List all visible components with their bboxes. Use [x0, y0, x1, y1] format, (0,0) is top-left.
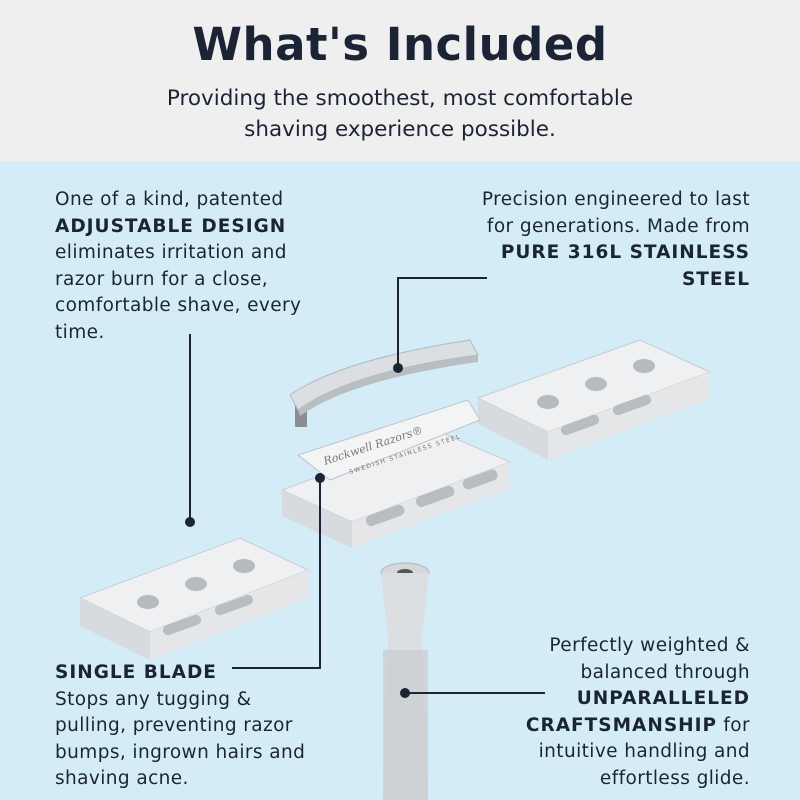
callout-dot [185, 517, 195, 527]
text-line: razor burn for a close, [55, 268, 269, 290]
callout-heading: PURE 316L STAINLESS [500, 242, 750, 263]
text-line: for generations. Made from [486, 215, 750, 237]
callout-heading: STEEL [681, 268, 750, 290]
base-plate-right [476, 339, 712, 460]
callout-heading: ADJUSTABLE DESIGN [55, 215, 287, 237]
text-line: comfortable shave, every [55, 295, 302, 316]
text-line: balanced through [580, 661, 750, 683]
callout-dot [400, 688, 410, 698]
text-line: shaving acne. [55, 768, 189, 789]
callout-lines [189, 277, 545, 694]
callout-heading: SINGLE BLADE [55, 662, 217, 683]
callout-stainless-steel: Precision engineered to last for generat… [482, 187, 750, 293]
base-plate-left [78, 537, 310, 660]
callout-heading: CRAFTSMANSHIP [525, 714, 718, 736]
callout-heading: UNPARALLELED [576, 688, 750, 709]
text-line: Perfectly weighted & [549, 635, 750, 656]
callout-single-blade: SINGLE BLADE Stops any tugging & pulling… [55, 660, 305, 793]
text-line: pulling, preventing razor [55, 715, 293, 736]
text-line: intuitive handling and [538, 741, 750, 762]
callout-adjustable-design: One of a kind, patented ADJUSTABLE DESIG… [55, 187, 301, 346]
callout-dot [315, 473, 325, 483]
text-line: eliminates irritation and [55, 242, 287, 263]
header: What's Included Providing the smoothest,… [0, 0, 800, 161]
page-title: What's Included [192, 18, 608, 71]
text-line: Stops any tugging & [55, 688, 252, 710]
text-line: time. [55, 321, 105, 343]
top-cap [289, 339, 479, 416]
subtitle-line: shaving experience possible. [244, 117, 556, 142]
callout-craftsmanship: Perfectly weighted & balanced through UN… [526, 633, 750, 792]
subtitle: Providing the smoothest, most comfortabl… [0, 83, 800, 145]
subtitle-line: Providing the smoothest, most comfortabl… [166, 86, 634, 111]
text-line: One of a kind, patented [55, 189, 284, 210]
callout-dot [393, 363, 403, 373]
razor-illustration: Rockwell Razors® SWEDISH STAINLESS STEEL [78, 277, 712, 800]
base-plate-middle [280, 431, 512, 548]
text-fragment: for [717, 714, 750, 736]
handle [380, 562, 430, 800]
text-line: Precision engineered to last [481, 189, 750, 210]
text-line: bumps, ingrown hairs and [55, 741, 306, 763]
text-line: effortless glide. [599, 767, 750, 789]
